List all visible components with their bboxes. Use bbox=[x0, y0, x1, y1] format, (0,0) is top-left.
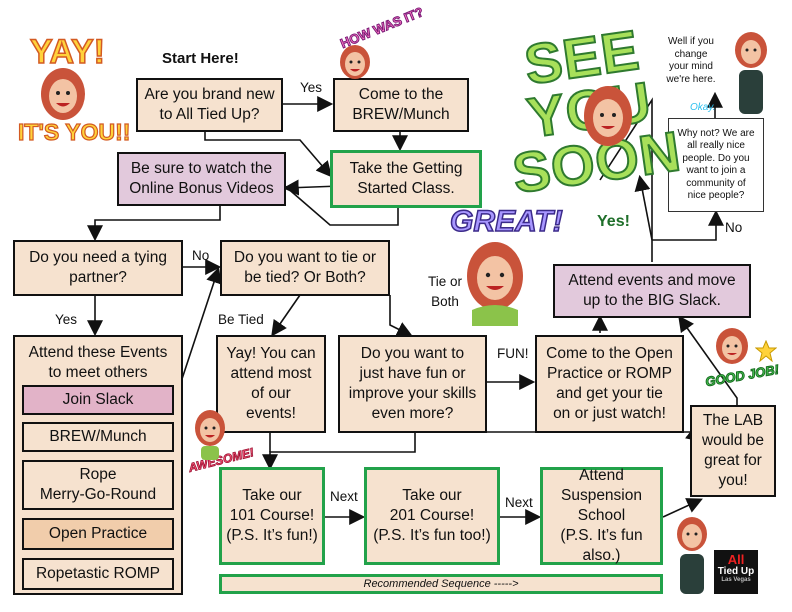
node-brew-munch: Come to the BREW/Munch bbox=[333, 78, 469, 132]
edge-label-yes-1: Yes bbox=[300, 80, 323, 95]
logo-line-2: Tied Up bbox=[717, 565, 755, 577]
avatar-great bbox=[467, 242, 523, 326]
edge-label-next-1: Next bbox=[330, 489, 358, 504]
node-tie-or-tied: Do you want to tie or be tied? Or Both? bbox=[220, 240, 390, 296]
edge-label-be-tied: Be Tied bbox=[218, 312, 264, 327]
logo-line-1: All bbox=[727, 552, 745, 567]
avatar-how-was-it bbox=[340, 45, 370, 79]
node-brand-new: Are you brand new to All Tied Up? bbox=[136, 78, 283, 132]
all-tied-up-logo: All Tied Up Las Vegas bbox=[714, 550, 758, 594]
note-why-not: Why not? We are all really nice people. … bbox=[668, 118, 764, 212]
event-open-practice: Open Practice bbox=[22, 518, 174, 550]
edge-label-yes-big: Yes! bbox=[597, 213, 630, 230]
recommended-sequence-bar: Recommended Sequence -----> bbox=[219, 574, 663, 594]
logo-sub: Las Vegas bbox=[721, 577, 751, 584]
event-ropetastic-romp: Ropetastic ROMP bbox=[22, 558, 174, 590]
event-rope-merry-go-round: Rope Merry-Go-Round bbox=[22, 460, 174, 510]
avatar-good-job bbox=[716, 328, 748, 364]
edge-label-fun: FUN! bbox=[497, 346, 529, 361]
start-here-label: Start Here! bbox=[162, 50, 239, 67]
its-you-sticker: IT'S YOU!! bbox=[17, 119, 131, 145]
star-icon bbox=[755, 340, 777, 362]
avatar-see-you-soon bbox=[584, 86, 632, 146]
node-big-slack: Attend events and move up to the BIG Sla… bbox=[553, 264, 751, 318]
node-lab: The LAB would be great for you! bbox=[690, 405, 776, 497]
avatar-yay bbox=[41, 68, 85, 120]
yay-sticker: YAY! bbox=[29, 33, 106, 71]
avatar-change-mind bbox=[735, 32, 767, 114]
node-fun-or-improve: Do you want to just have fun or improve … bbox=[338, 335, 487, 433]
edge-label-no-2: No bbox=[725, 220, 743, 235]
node-open-practice-romp: Come to the Open Practice or ROMP and ge… bbox=[535, 335, 684, 433]
edge-label-tie-or-both: Tie or Both bbox=[428, 274, 463, 310]
edge-label-yes-2: Yes bbox=[55, 312, 78, 327]
event-brew-munch: BREW/Munch bbox=[22, 422, 174, 452]
avatar-thumbs-up bbox=[677, 517, 707, 594]
great-sticker: GREAT! bbox=[449, 205, 563, 238]
node-course-201: Take our 201 Course! (P.S. It’s fun too!… bbox=[364, 467, 500, 565]
node-yay-attend: Yay! You can attend most of our events! bbox=[216, 335, 326, 433]
note-change-mind: Well if you change your mind we're here. bbox=[666, 36, 716, 85]
attend-events-title: Attend these Events to meet others bbox=[28, 344, 168, 382]
node-bonus-videos: Be sure to watch the Online Bonus Videos bbox=[117, 152, 286, 206]
avatar-awesome bbox=[195, 410, 225, 460]
node-course-101: Take our 101 Course! (P.S. It’s fun!) bbox=[219, 467, 325, 565]
node-getting-started: Take the Getting Started Class. bbox=[330, 150, 482, 208]
edge-label-next-2: Next bbox=[505, 495, 533, 510]
node-suspension-school: Attend Suspension School (P.S. It’s fun … bbox=[540, 467, 663, 565]
event-join-slack: Join Slack bbox=[22, 385, 174, 415]
node-tying-partner: Do you need a tying partner? bbox=[13, 240, 183, 296]
okay-sticker: Okay. bbox=[690, 102, 716, 113]
edge-label-no-1: No bbox=[192, 248, 210, 263]
